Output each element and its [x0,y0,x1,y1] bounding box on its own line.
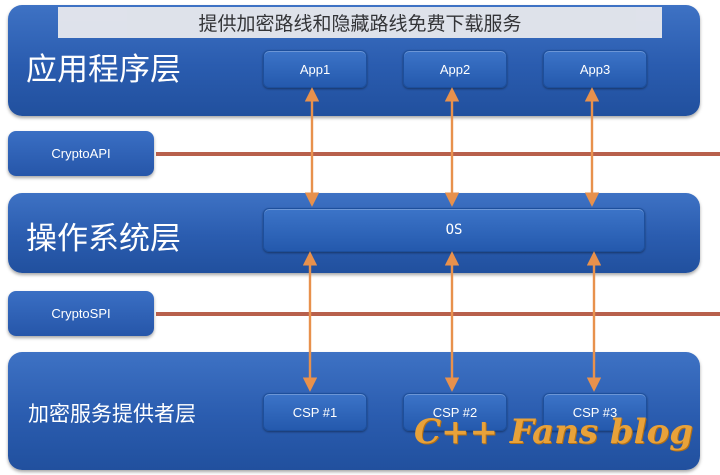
cryptospi-box: CryptoSPI [8,291,154,336]
watermark-logo: C++ Fans blog [414,412,694,452]
cryptospi-line [156,312,720,316]
csp2-box: CSP #2 [403,393,507,431]
banner-overlay: 提供加密路线和隐藏路线免费下载服务 [58,7,662,38]
cryptoapi-line [156,152,720,156]
csp3-box: CSP #3 [543,393,647,431]
cryptoapi-box: CryptoAPI [8,131,154,176]
application-layer-label: 应用程序层 [26,52,181,88]
os-layer-label: 操作系统层 [26,221,181,257]
csp-layer-label: 加密服务提供者层 [28,402,196,426]
os-box: OS [263,208,645,252]
app2-box: App2 [403,50,507,88]
csp1-box: CSP #1 [263,393,367,431]
